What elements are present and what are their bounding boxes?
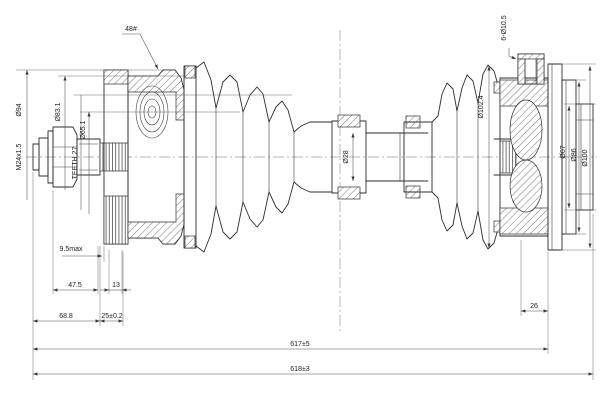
dim-shoulder-diameter: Ø65.1 xyxy=(80,120,87,139)
dim-length-617: 617±5 xyxy=(290,341,310,348)
dim-housing-diameter: Ø83.1 xyxy=(55,102,62,121)
dim-shaft-diameter: Ø28 xyxy=(343,150,350,163)
dim-pilot-diameter: Ø67 xyxy=(560,145,567,158)
dim-spline-teeth: TEETH 27 xyxy=(72,147,79,180)
dim-length-68-8: 68.8 xyxy=(59,313,73,320)
dim-flange-diameter: Ø100 xyxy=(582,149,589,166)
dim-flange-bolt-holes: 6-Ø10.5 xyxy=(501,15,508,40)
dimension-annotations: Ø94 M24x1.5 Ø83.1 TEETH 27 Ø65.1 48# Ø28… xyxy=(16,15,596,380)
dim-bolt-circle-diameter: Ø86 xyxy=(571,148,578,161)
left-boot xyxy=(183,61,367,253)
inner-cv-joint xyxy=(493,53,594,251)
dim-length-13: 13 xyxy=(112,282,120,289)
dim-length-overall: 618±3 xyxy=(290,366,310,373)
outer-cv-joint xyxy=(32,69,185,245)
dim-abs-ring-offset: 9.5max xyxy=(60,246,83,253)
dim-length-47-5: 47.5 xyxy=(68,282,82,289)
dim-abs-ring-teeth: 48# xyxy=(125,26,137,33)
dim-length-26: 26 xyxy=(530,303,538,310)
dim-outer-joint-diameter: Ø94 xyxy=(16,103,23,116)
dim-thread-spec: M24x1.5 xyxy=(16,143,23,170)
dim-boot-large-diameter: Ø102.4 xyxy=(478,95,485,118)
dim-length-25: 25±0.2 xyxy=(101,313,122,320)
